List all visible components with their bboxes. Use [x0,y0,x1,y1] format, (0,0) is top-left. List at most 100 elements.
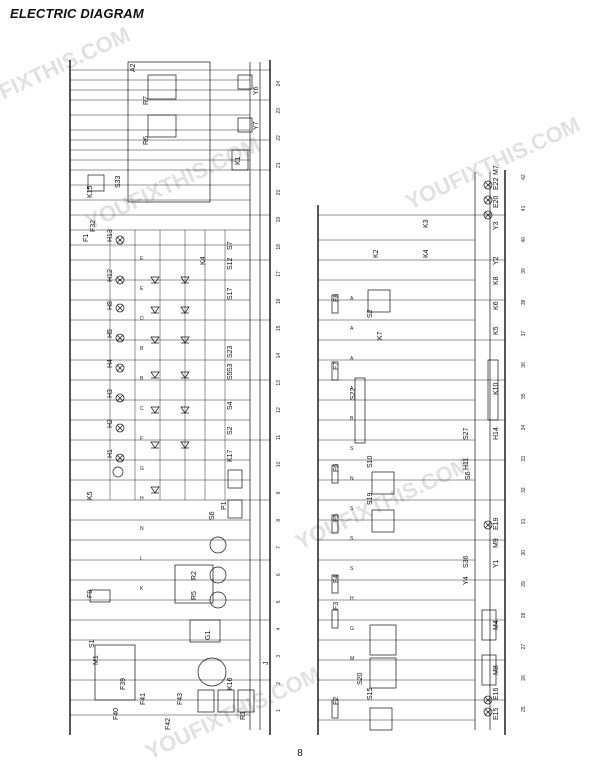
component-label: K4 [423,249,430,258]
watermark: YOUFIXTHIS.COM [82,132,264,235]
lamp-symbol [115,303,125,313]
component-label: S36 [463,555,470,568]
column-number: 21 [276,162,282,168]
terminal-label: A [350,296,354,302]
component-label: M9 [493,538,500,548]
column-number: 6 [276,573,282,576]
component-label: E19 [493,517,500,530]
component-label: S4 [227,401,234,410]
lamp-symbol [115,363,125,373]
component-label: J [263,662,270,666]
component-label: F39 [120,678,127,690]
component-label: S7 [227,241,234,250]
column-number: 19 [276,217,282,223]
component-label: G1 [205,631,212,640]
component-label: K1 [235,156,242,165]
component-label: F1 [83,234,90,242]
lamp-symbol [483,210,493,220]
column-number: 28 [521,612,527,618]
diode-symbol [180,441,190,449]
component-label: S1 [89,639,96,648]
component-label: F8 [333,294,340,302]
component-label: E22 [493,177,500,190]
terminal-label: N [350,476,354,482]
component-label: H1 [107,449,114,458]
terminal-label: G [350,626,354,632]
component-label: M7 [493,165,500,175]
column-number: 8 [276,519,282,522]
column-number: 32 [521,487,527,493]
column-number: 9 [276,491,282,494]
component-label: S6 [465,471,472,480]
component-label: M4 [493,620,500,630]
diode-symbol [180,406,190,414]
terminal-label: F [140,436,143,442]
component-label: H11 [463,458,470,470]
component-label: Y1 [493,559,500,568]
column-number: 16 [276,298,282,304]
component-label: S3 [227,363,234,372]
component-label: H12 [107,269,114,282]
component-label: H8 [107,301,114,310]
component-label: S23 [227,345,234,358]
column-number: 4 [276,627,282,630]
diode-symbol [150,406,160,414]
column-number: 41 [521,205,527,211]
diode-symbol [150,306,160,314]
component-label: S33 [115,175,122,188]
diode-symbol [150,276,160,284]
diode-symbol [180,336,190,344]
terminal-label: N [140,526,144,532]
component-label: S10 [367,455,374,468]
column-number: 29 [521,581,527,587]
terminal-label: A [350,326,354,332]
terminal-label: B [140,376,144,382]
diode-symbol [150,441,160,449]
column-number: 35 [521,393,527,399]
terminal-label: B [350,416,354,422]
terminal-label: E [140,286,144,292]
diode-symbol [150,486,160,494]
fuse-symbol [331,361,339,381]
page-number: 8 [297,748,303,759]
column-number: 37 [521,331,527,337]
component-label: K8 [493,276,500,285]
lamp-symbol [115,275,125,285]
page-title: ELECTRIC DIAGRAM [10,6,144,21]
lamp-symbol [115,333,125,343]
column-number: 30 [521,550,527,556]
column-number: 12 [276,407,282,413]
component-label: K17 [227,449,234,462]
fuse-symbol [331,574,339,594]
component-label: M8 [493,665,500,675]
component-label: H5 [107,329,114,338]
diode-symbol [150,336,160,344]
component-label: R6 [143,136,150,145]
column-number: 22 [276,135,282,141]
component-label: F2 [333,697,340,705]
component-label: S2 [227,426,234,435]
component-label: Y4 [463,576,470,585]
component-label: E20 [493,195,500,208]
column-number: 38 [521,299,527,305]
terminal-label: K [140,586,144,592]
terminal-label: S [350,446,354,452]
component-label: P1 [221,501,228,510]
component-label: F41 [140,693,147,705]
component-label: S5 [227,371,234,380]
component-label: E15 [493,707,500,720]
component-label: S17 [227,287,234,300]
lamp-symbol [483,695,493,705]
component-label: R2 [191,571,198,580]
component-label: S27 [463,427,470,440]
component-label: R1 [240,711,247,720]
column-number: 42 [521,174,527,180]
terminal-label: G [140,466,144,472]
column-number: 33 [521,456,527,462]
component-label: K7 [377,331,384,340]
terminal-label: D [140,316,144,322]
component-label: Y6 [253,86,260,95]
